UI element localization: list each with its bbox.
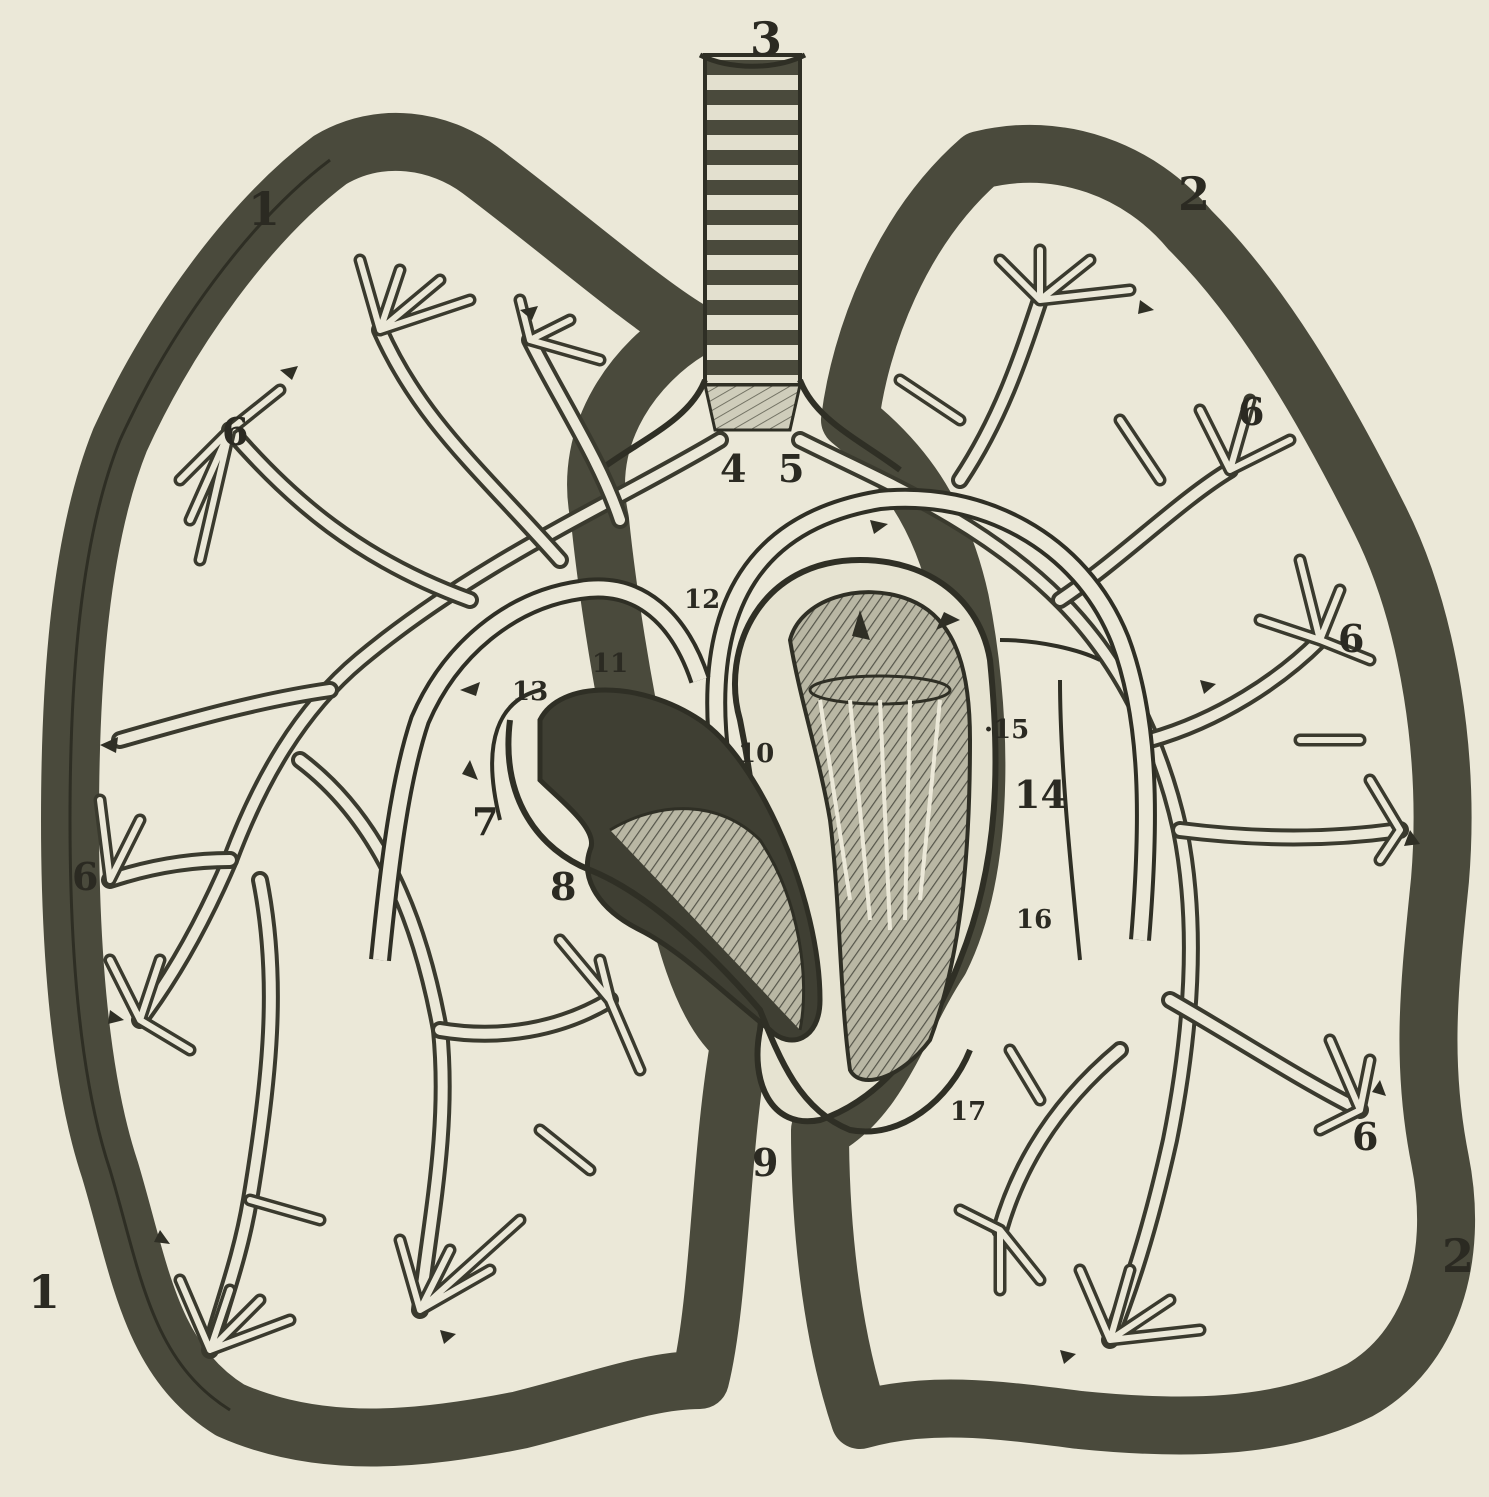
label-left-lung-bottom: 1 [28,1265,60,1319]
label-right-lung-top: 2 [1178,167,1210,221]
label-lobule-d: 6 [72,854,98,899]
label-17: 17 [950,1097,986,1127]
label-lobule-a: 6 [222,409,248,454]
label-9: 9 [752,1140,778,1185]
label-lobule-c: 6 [1338,616,1364,661]
label-bronchus-left: 4 [720,446,746,491]
label-15: ·15 [984,715,1029,745]
label-12: 12 [684,585,720,615]
label-right-lung-bottom: 2 [1442,1229,1474,1283]
label-8: 8 [550,864,576,909]
label-trachea: 3 [750,12,782,66]
label-10: 10 [738,739,774,769]
label-11: 11 [592,649,628,679]
label-14: 14 [1014,772,1067,817]
label-13: 13 [512,677,548,707]
label-16: 16 [1016,905,1052,935]
label-7: 7 [472,799,498,844]
label-left-lung-top: 1 [248,182,280,236]
label-lobule-b: 6 [1238,389,1264,434]
label-bronchus-right: 5 [778,446,804,491]
left-lobules [100,260,640,1350]
label-lobule-e: 6 [1352,1114,1378,1159]
